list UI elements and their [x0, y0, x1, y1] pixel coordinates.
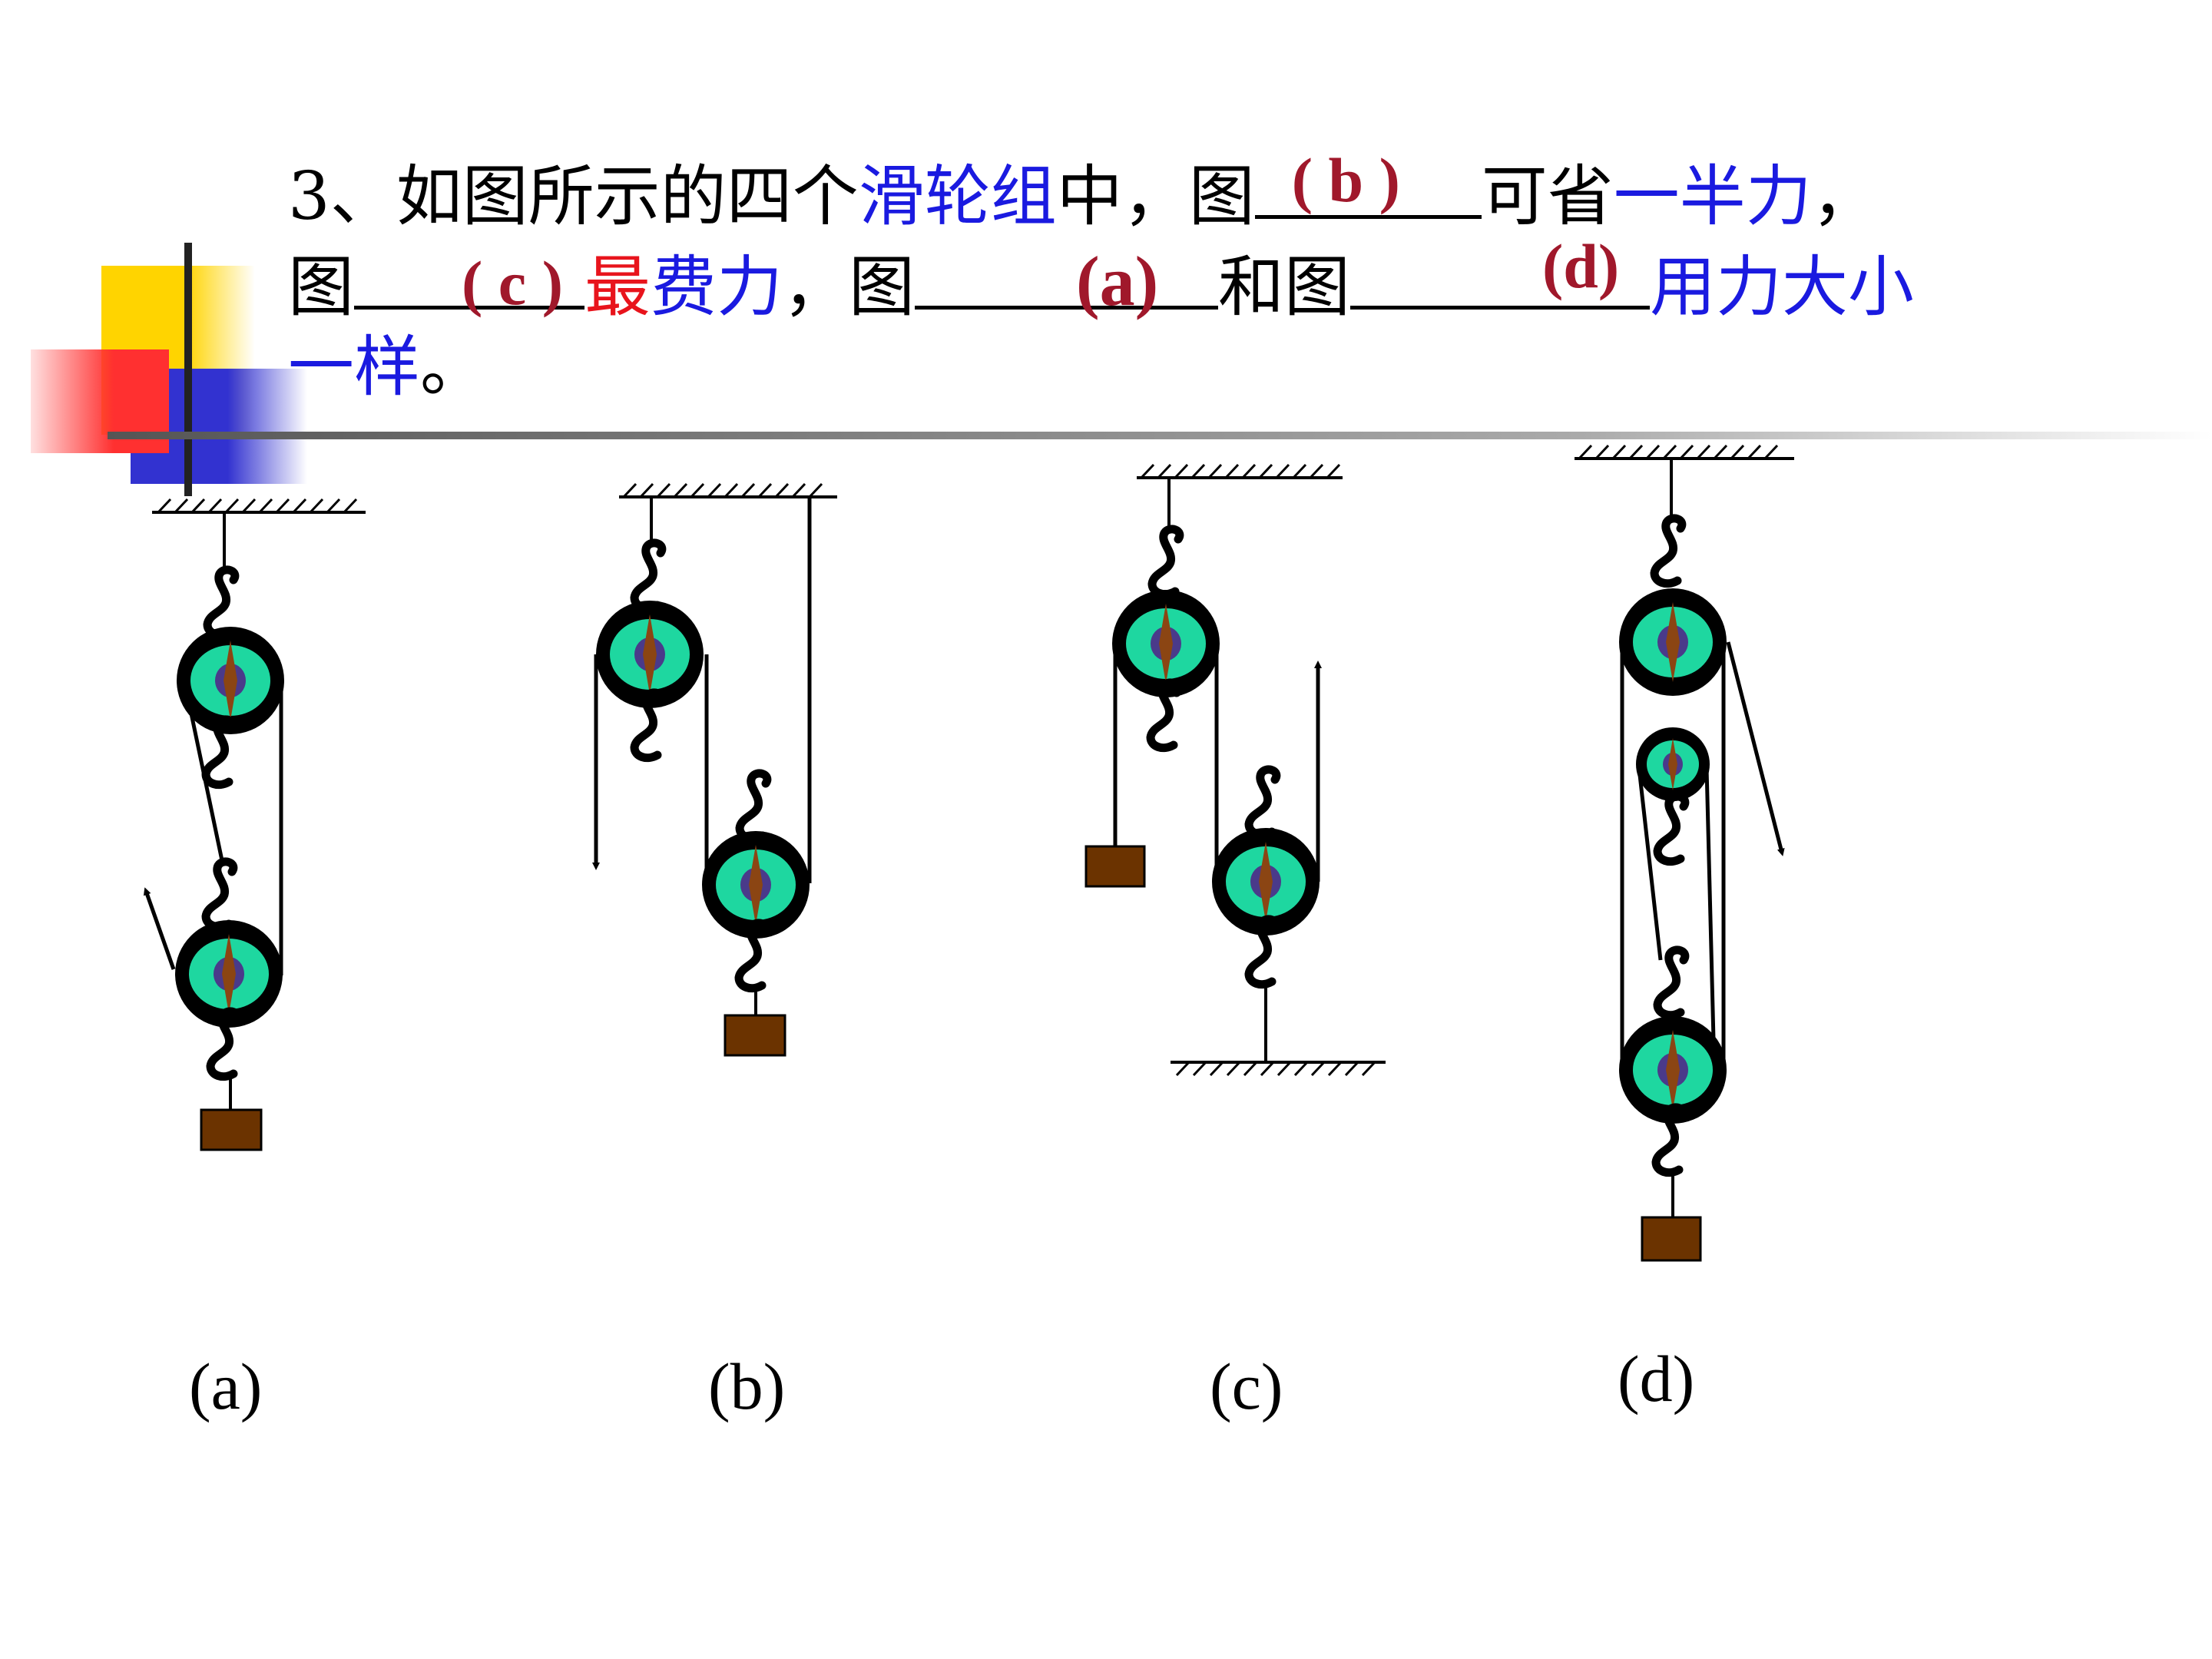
answer-3: (a) — [1076, 242, 1159, 320]
q1-text-b: 中，图 — [1056, 158, 1255, 235]
deco-vertical-bar — [184, 243, 192, 496]
q2-keyword-effort: 费力 — [651, 249, 783, 326]
pulley-d-top — [1619, 588, 1727, 696]
q2-keyword-most: 最 — [584, 249, 651, 326]
q1-text-c: 可省 — [1481, 158, 1614, 235]
caption-c: (c) — [1210, 1349, 1283, 1423]
question-line-3: 一样。 — [288, 334, 486, 400]
divider-line — [108, 432, 2212, 439]
q2-keyword-equal-force: 用力大小 — [1650, 249, 1914, 326]
ceiling-a-hatch — [157, 498, 358, 514]
q1-text-a: 3、如图所示的四个 — [288, 158, 859, 235]
caption-b: (b) — [708, 1349, 786, 1423]
q1-keyword-pulley-group: 滑轮组 — [858, 158, 1057, 235]
slide-decoration — [31, 243, 2212, 496]
question-line-2: 图( c )最费力，图(a)和图(d)用力大小 — [288, 235, 1914, 326]
q3-keyword-same: 一样 — [288, 329, 420, 406]
q1-keyword-half-force: 一半力 — [1613, 158, 1812, 235]
caption-a: (a) — [189, 1349, 263, 1423]
blank-2: ( c ) — [354, 244, 584, 315]
diagram-c — [1084, 463, 1386, 1077]
weight-c — [1084, 845, 1146, 888]
question-line-1: 3、如图所示的四个滑轮组中，图( b )可省一半力， — [288, 149, 1878, 235]
diagram-a — [143, 498, 366, 1151]
blank-1: ( b ) — [1254, 149, 1482, 219]
answer-4: (d) — [1542, 231, 1620, 301]
weight-b — [724, 1014, 786, 1057]
weight-a — [200, 1108, 263, 1151]
diagram-b — [592, 482, 837, 1057]
diagram-d — [1575, 444, 1794, 1262]
q2-text-c: 和图 — [1218, 249, 1350, 326]
blank-3: (a) — [915, 244, 1218, 316]
weight-d — [1641, 1216, 1702, 1262]
q1-comma: ， — [1811, 158, 1878, 235]
q3-period: 。 — [420, 329, 486, 406]
pulley-d-middle — [1636, 727, 1710, 801]
answer-2: ( c ) — [462, 248, 564, 318]
q2-text-a: 图 — [288, 249, 354, 326]
caption-d: (d) — [1618, 1342, 1695, 1416]
pulley-diagrams — [143, 444, 1794, 1262]
blank-4: (d) — [1350, 235, 1650, 310]
answer-1: ( b ) — [1291, 145, 1400, 215]
q2-text-b: ，图 — [783, 249, 915, 326]
